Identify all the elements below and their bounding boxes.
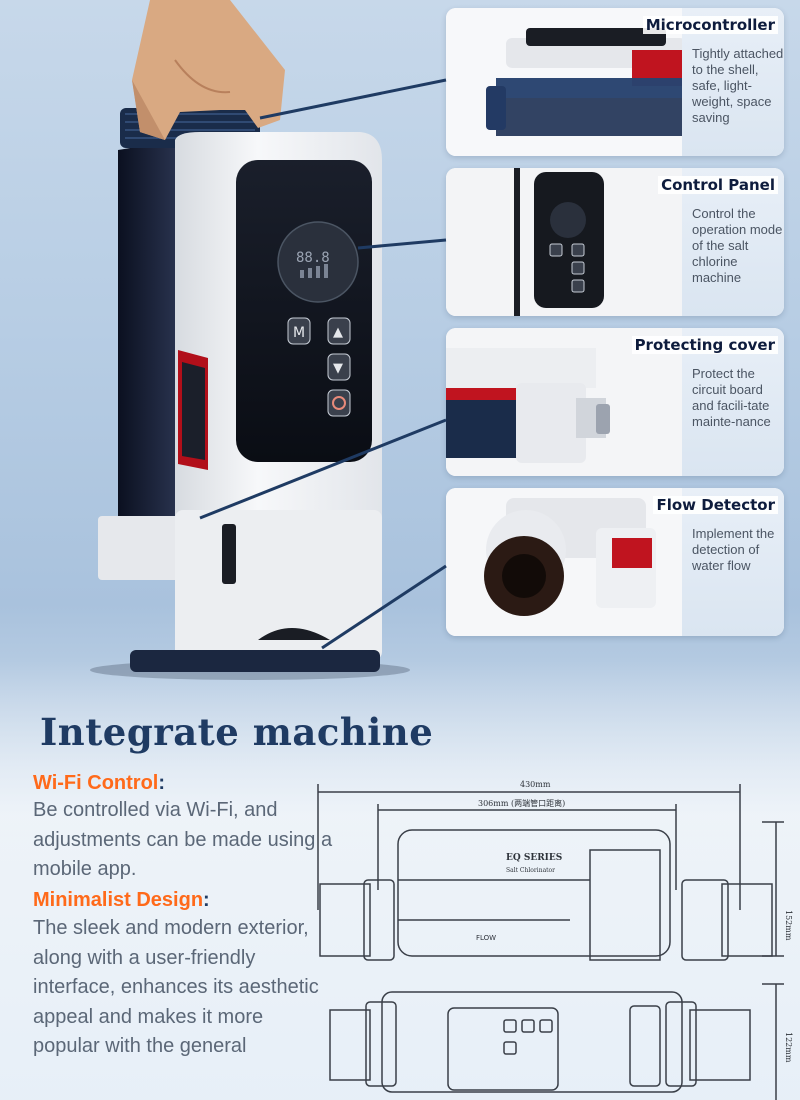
dim-total-label: 430mm (520, 780, 551, 789)
feature-heading-wifi: Wi-Fi Control: (33, 772, 166, 794)
svg-text:M: M (293, 325, 305, 341)
dim-width-label: 122mm (784, 1032, 793, 1063)
flow-label: FLOW (476, 934, 496, 942)
svg-text:▼: ▼ (333, 361, 343, 376)
flow-detector-image (446, 488, 682, 636)
control-panel-image (446, 168, 682, 316)
feature-heading-text: Minimalist Design (33, 889, 204, 911)
card-description: Tightly attached to the shell, safe, lig… (692, 46, 784, 125)
feature-text-design: The sleek and modern exterior, along wit… (33, 917, 319, 1057)
card-description: Implement the detection of water flow (692, 526, 775, 573)
svg-text:88.8: 88.8 (296, 250, 330, 266)
technical-drawing: 430mm 306mm (两端管口距离) 152mm 122mm EQ SERI… (317, 780, 793, 1100)
product-image: 88.8 M ▲ ▼ (90, 0, 410, 680)
feature-card-microcontroller: Microcontroller Tightly attached to the … (446, 8, 784, 156)
drawing-series-label: EQ SERIES (506, 853, 562, 863)
dim-height-label: 152mm (784, 910, 793, 941)
feature-heading-design: Minimalist Design: (33, 889, 210, 911)
microcontroller-image (446, 8, 682, 156)
dim-pipe-label: 306mm (两端管口距离) (478, 798, 565, 808)
feature-card-flow-detector: Flow Detector Implement the detection of… (446, 488, 784, 636)
feature-heading-text: Wi-Fi Control (33, 772, 159, 794)
section-title: Integrate machine (40, 710, 434, 754)
drawing-name-label: Salt Chlorinator (506, 867, 555, 874)
svg-text:▲: ▲ (333, 325, 343, 340)
feature-card-control-panel: Control Panel Control the operation mode… (446, 168, 784, 316)
card-title: Flow Detector (653, 496, 778, 514)
feature-text-wifi: Be controlled via Wi-Fi, and adjustments… (33, 799, 333, 880)
card-title: Control Panel (658, 176, 778, 194)
feature-card-protecting-cover: Protecting cover Protect the circuit boa… (446, 328, 784, 476)
card-description: Control the operation mode of the salt c… (692, 206, 783, 285)
card-title: Microcontroller (642, 16, 778, 34)
card-title: Protecting cover (631, 336, 778, 354)
card-description: Protect the circuit board and facili-tat… (692, 366, 771, 429)
